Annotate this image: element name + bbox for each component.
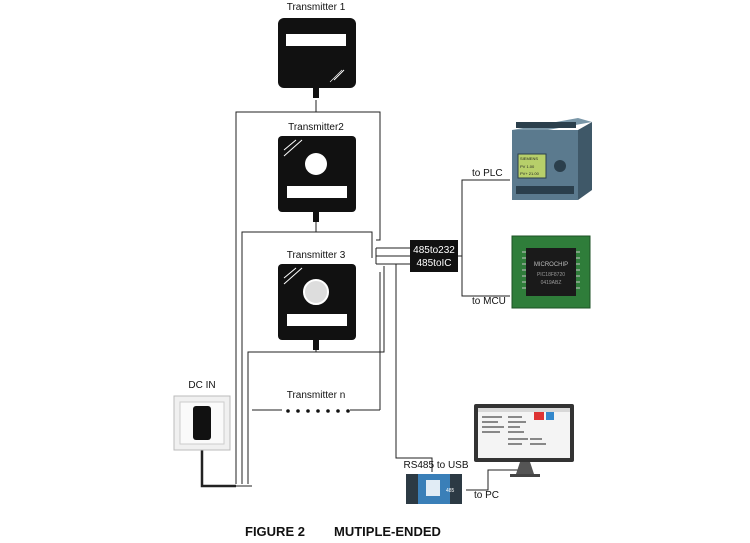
- converter-line2: 485toIC: [416, 258, 451, 269]
- plc-screen-line2: PV 1.00: [520, 164, 535, 169]
- plc-screen-line1: SIEMENS: [520, 156, 538, 161]
- mcu-code: 0419ABZ: [541, 280, 562, 286]
- transmitter-n-label: Transmitter n: [287, 390, 346, 401]
- transmitter-1: Transmitter 1: [278, 2, 356, 98]
- transmitter-2-label: Transmitter2: [288, 122, 344, 133]
- plc-screen-line3: PV+ 21.00: [520, 171, 540, 176]
- transmitter-n: Transmitter n: [286, 390, 350, 413]
- power-adapter-icon: [193, 406, 211, 440]
- monitor-icon: [474, 404, 574, 477]
- plc-module-icon: SIEMENS PV 1.00 PV+ 21.00: [512, 118, 592, 200]
- transmitter-1-label: Transmitter 1: [287, 2, 346, 13]
- transmitter-3-label: Transmitter 3: [287, 250, 346, 261]
- mcu-brand: MICROCHIP: [534, 262, 568, 268]
- usb-converter-icon: 485: [406, 474, 462, 504]
- to-pc-label: to PC: [474, 490, 499, 501]
- converter: 485to232 485toIC: [410, 240, 458, 272]
- transmitter-device-icon: [278, 18, 356, 88]
- mcu-part: PIC18F8720: [537, 272, 565, 278]
- dc-in: DC IN: [173, 380, 231, 451]
- figure-caption: FIGURE 2 MUTIPLE-ENDED: [245, 524, 441, 539]
- to-mcu-label: to MCU: [472, 296, 506, 307]
- dc-in-label: DC IN: [188, 380, 215, 391]
- converter-line1: 485to232: [413, 245, 455, 256]
- figure-title: MUTIPLE-ENDED: [334, 524, 441, 539]
- rs485-usb: RS485 to USB 485: [403, 460, 469, 504]
- usb-module-text: 485: [446, 488, 455, 494]
- plc: to PLC SIEMENS PV 1.00 PV+ 21.00: [472, 118, 592, 200]
- pc: to PC: [474, 404, 574, 501]
- transmitter-3: Transmitter 3: [278, 250, 356, 350]
- mcu: to MCU MICROCHIP PIC18F8720 0419ABZ: [472, 235, 591, 309]
- mcu-board-icon: MICROCHIP PIC18F8720 0419ABZ: [511, 235, 591, 309]
- wiring: [200, 100, 527, 491]
- rs485-usb-label: RS485 to USB: [403, 460, 468, 471]
- to-plc-label: to PLC: [472, 168, 503, 179]
- figure-number: FIGURE 2: [245, 524, 305, 539]
- transmitter-2: Transmitter2: [278, 122, 356, 222]
- ellipsis-dots: [286, 409, 350, 413]
